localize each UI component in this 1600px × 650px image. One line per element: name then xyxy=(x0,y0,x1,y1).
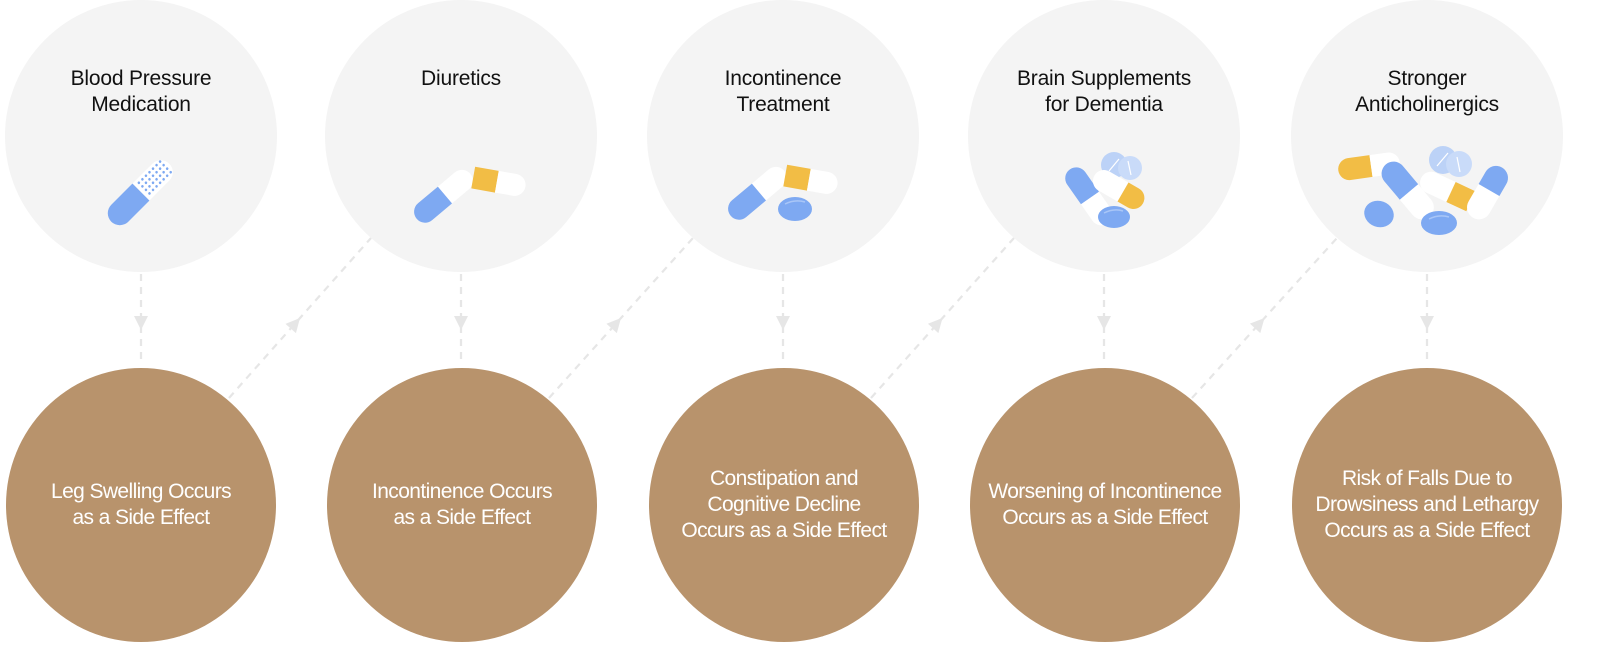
down-arrow-icon xyxy=(1097,316,1111,330)
medication-title-line: Stronger xyxy=(1387,67,1467,90)
medication-title: Incontinence Treatment xyxy=(647,66,919,118)
down-arrow-icon xyxy=(454,316,468,330)
side-effect-line: Risk of Falls Due to xyxy=(1341,467,1513,490)
pill-cluster-icon xyxy=(1065,152,1145,228)
side-effect-line: as a Side Effect xyxy=(72,506,210,529)
many-pills-icon xyxy=(1338,146,1508,235)
side-effect-text: Constipation and Cognitive Decline Occur… xyxy=(677,466,890,544)
diagonal-arrow-icon xyxy=(1249,318,1265,334)
medication-node-blood-pressure: Blood Pressure Medication xyxy=(5,0,277,272)
medication-title-line: Anticholinergics xyxy=(1355,93,1499,116)
medication-title-line: Incontinence xyxy=(724,67,842,90)
side-effect-text: Incontinence Occurs as a Side Effect xyxy=(368,479,556,531)
capsules-and-tablet-icon xyxy=(728,164,838,221)
medication-title-line: Diuretics xyxy=(421,67,501,90)
down-arrow-icon xyxy=(776,316,790,330)
diagonal-arrow-icon xyxy=(927,318,943,334)
side-effect-node-incontinence: Incontinence Occurs as a Side Effect xyxy=(327,368,597,642)
medication-title: Stronger Anticholinergics xyxy=(1291,66,1563,118)
side-effect-node-leg-swelling: Leg Swelling Occurs as a Side Effect xyxy=(6,368,276,642)
side-effect-line: Occurs as a Side Effect xyxy=(681,519,887,542)
medication-title-line: Medication xyxy=(91,93,191,116)
medication-node-brain-supplements: Brain Supplements for Dementia xyxy=(968,0,1240,272)
side-effect-line: Incontinence Occurs xyxy=(371,480,553,503)
side-effect-line: as a Side Effect xyxy=(393,506,531,529)
side-effect-text: Risk of Falls Due to Drowsiness and Leth… xyxy=(1311,466,1542,544)
side-effect-node-worsening-incontinence: Worsening of Incontinence Occurs as a Si… xyxy=(970,368,1240,642)
medication-node-stronger-anticholinergics: Stronger Anticholinergics xyxy=(1291,0,1563,272)
medication-title: Brain Supplements for Dementia xyxy=(968,66,1240,118)
medication-title-line: Treatment xyxy=(736,93,830,116)
down-arrow-icon xyxy=(134,316,148,330)
diagonal-arrow-icon xyxy=(285,318,300,334)
side-effect-line: Drowsiness and Lethargy xyxy=(1315,493,1539,516)
medication-node-incontinence-treatment: Incontinence Treatment xyxy=(647,0,919,272)
side-effect-text: Leg Swelling Occurs as a Side Effect xyxy=(47,479,235,531)
diagonal-arrow-icon xyxy=(606,318,621,334)
side-effect-line: Occurs as a Side Effect xyxy=(1324,519,1530,542)
medication-title-line: Brain Supplements xyxy=(1016,67,1192,90)
side-effect-line: Cognitive Decline xyxy=(707,493,861,516)
side-effect-line: Leg Swelling Occurs xyxy=(50,480,232,503)
side-effect-line: Occurs as a Side Effect xyxy=(1002,506,1208,529)
medication-title: Blood Pressure Medication xyxy=(5,66,277,118)
side-effect-node-constipation-cognitive-decline: Constipation and Cognitive Decline Occur… xyxy=(649,368,919,642)
medication-node-diuretics: Diuretics xyxy=(325,0,597,272)
side-effect-text: Worsening of Incontinence Occurs as a Si… xyxy=(984,479,1225,531)
two-capsules-icon xyxy=(414,166,526,223)
medication-title: Diuretics xyxy=(325,66,597,92)
side-effect-line: Constipation and xyxy=(709,467,859,490)
down-arrow-icon xyxy=(1420,316,1434,330)
medication-title-line: Blood Pressure xyxy=(70,67,212,90)
side-effect-line: Worsening of Incontinence xyxy=(988,480,1222,503)
side-effect-node-falls-risk: Risk of Falls Due to Drowsiness and Leth… xyxy=(1292,368,1562,642)
single-capsule-icon xyxy=(107,160,173,226)
medication-title-line: for Dementia xyxy=(1045,93,1163,116)
